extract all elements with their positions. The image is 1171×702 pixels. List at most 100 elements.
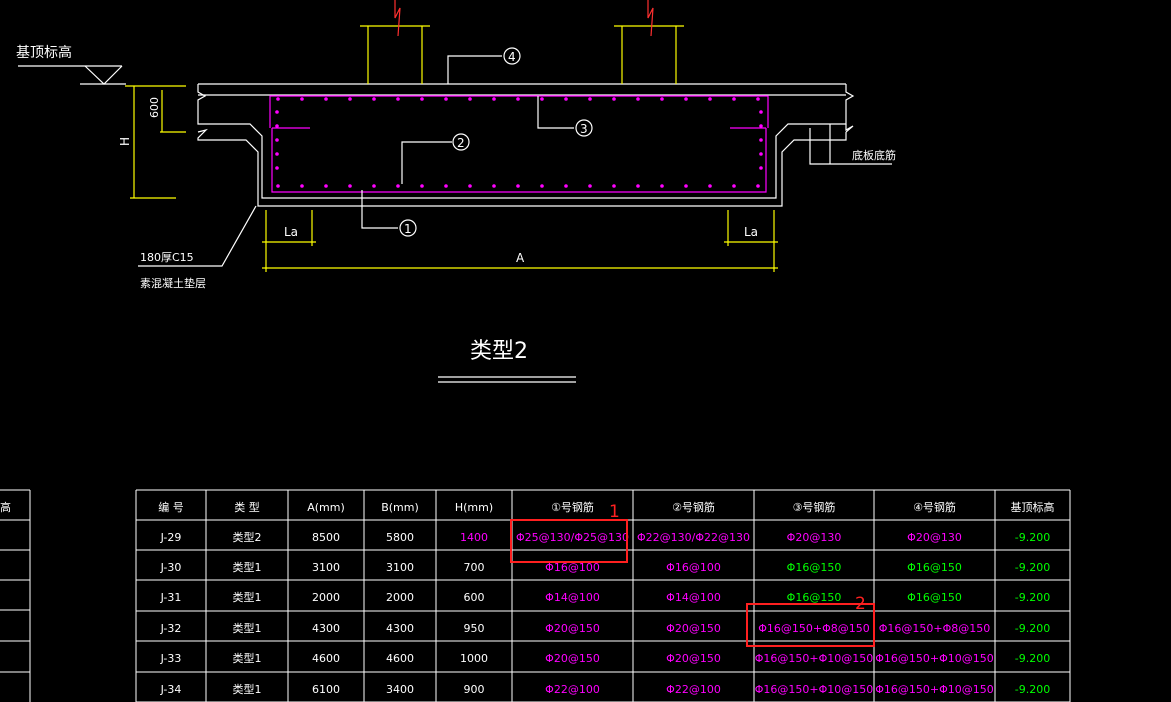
la-left-label: La (284, 225, 298, 239)
rebar-dot (275, 110, 279, 114)
table-cell: 950 (464, 622, 485, 635)
table-cell: J-31 (160, 591, 182, 604)
rebar-dot (468, 97, 472, 101)
rebar-dot (420, 97, 424, 101)
rebar-dot (492, 184, 496, 188)
rebar-dot (759, 138, 763, 142)
rebar-dot (588, 97, 592, 101)
rebar-dot (564, 184, 568, 188)
table-cell: J-33 (160, 652, 182, 665)
rebar-dot (492, 97, 496, 101)
table-cell: 6100 (312, 683, 340, 696)
rebar-dot (732, 97, 736, 101)
table-cell: 4600 (312, 652, 340, 665)
table-cell: 5800 (386, 531, 414, 544)
table-cell: 类型1 (233, 621, 262, 635)
left-dimension (125, 85, 186, 199)
rebar-dot (275, 152, 279, 156)
table-header-cell: ③号钢筋 (793, 500, 836, 514)
rebar-dot (348, 97, 352, 101)
bottom-dimensions (262, 210, 778, 272)
table-cell: Φ16@150 (787, 561, 842, 574)
table-cell: Φ20@150 (666, 622, 721, 635)
rebar-schedule-table (135, 489, 1071, 702)
highlight-box-1 (510, 519, 628, 563)
rebar-dot (372, 184, 376, 188)
rebar-dot (540, 97, 544, 101)
rebar-dot (612, 184, 616, 188)
table-cell: 类型1 (233, 560, 262, 574)
table-cell: J-30 (160, 561, 182, 574)
table-cell: Φ25@130/Φ25@130 (516, 531, 629, 544)
left-table-fragment (0, 489, 31, 702)
dim-h-label: H (118, 137, 132, 146)
table-cell: Φ16@150+Φ8@150 (758, 622, 870, 635)
table-cell: 类型2 (233, 530, 262, 544)
table-header-cell: 编 号 (158, 500, 184, 514)
table-cell: Φ20@150 (545, 652, 600, 665)
rebar-cage (269, 95, 769, 193)
table-cell: 2000 (312, 591, 340, 604)
table-cell: Φ16@150 (907, 561, 962, 574)
dim-600-label: 600 (148, 97, 161, 118)
rebar-dot (324, 184, 328, 188)
table-cell: Φ16@150+Φ10@150 (755, 683, 874, 696)
table-cell: J-34 (160, 683, 182, 696)
table-cell: 900 (464, 683, 485, 696)
callout-3-number: 3 (580, 122, 588, 136)
highlight-box-2 (746, 603, 875, 647)
rebar-dot (324, 97, 328, 101)
cushion-leader (138, 205, 257, 267)
table-cell: Φ16@150+Φ10@150 (875, 652, 994, 665)
bottom-rebar-label: 底板底筋 (852, 148, 896, 162)
cushion-label-line1: 180厚C15 (140, 251, 194, 264)
la-right-label: La (744, 225, 758, 239)
table-cell: 3100 (312, 561, 340, 574)
bottom-rebar-leader (809, 124, 892, 165)
rebar-dot (759, 152, 763, 156)
table-cell: J-32 (160, 622, 182, 635)
table-cell: Φ16@150 (787, 591, 842, 604)
rebar-dot (612, 97, 616, 101)
highlight-box-1-label: 1 (609, 502, 620, 522)
rebar-dot (756, 184, 760, 188)
rebar-dot (275, 124, 279, 128)
table-header-cell: ④号钢筋 (913, 500, 956, 514)
table-cell: -9.200 (1015, 622, 1050, 635)
table-cell: Φ16@150+Φ10@150 (755, 652, 874, 665)
foundation-section: 基顶标高 600 H (16, 0, 896, 383)
rebar-dot (276, 184, 280, 188)
highlight-box-2-label: 2 (855, 594, 866, 614)
rebar-dot (348, 184, 352, 188)
rebar-dots (275, 97, 763, 188)
column-left (360, 0, 430, 84)
table-cell: 4300 (312, 622, 340, 635)
table-cell: 4600 (386, 652, 414, 665)
table-cell: -9.200 (1015, 531, 1050, 544)
rebar-dot (759, 110, 763, 114)
callout-leaders (361, 47, 593, 237)
table-cell: 3400 (386, 683, 414, 696)
table-cell: 600 (464, 591, 485, 604)
table-header-cell: ①号钢筋 (551, 500, 594, 514)
table-cell: -9.200 (1015, 683, 1050, 696)
elevation-marker (18, 65, 126, 85)
rebar-dot (444, 97, 448, 101)
table-header-cell: H(mm) (455, 501, 493, 514)
rebar-dot (684, 184, 688, 188)
table-cell: 类型1 (233, 651, 262, 665)
table-header-cell: 类 型 (234, 500, 260, 514)
table-header-cell: ②号钢筋 (672, 500, 715, 514)
rebar-dot (636, 97, 640, 101)
table-cell: Φ20@130 (907, 531, 962, 544)
rebar-dot (516, 97, 520, 101)
rebar-dot (540, 184, 544, 188)
table-cell: 1000 (460, 652, 488, 665)
table-cell: -9.200 (1015, 591, 1050, 604)
left-fragment-header: 高 (0, 500, 11, 514)
table-cell: Φ22@130/Φ22@130 (637, 531, 750, 544)
rebar-dot (759, 166, 763, 170)
type-title: 类型2 (470, 339, 528, 364)
